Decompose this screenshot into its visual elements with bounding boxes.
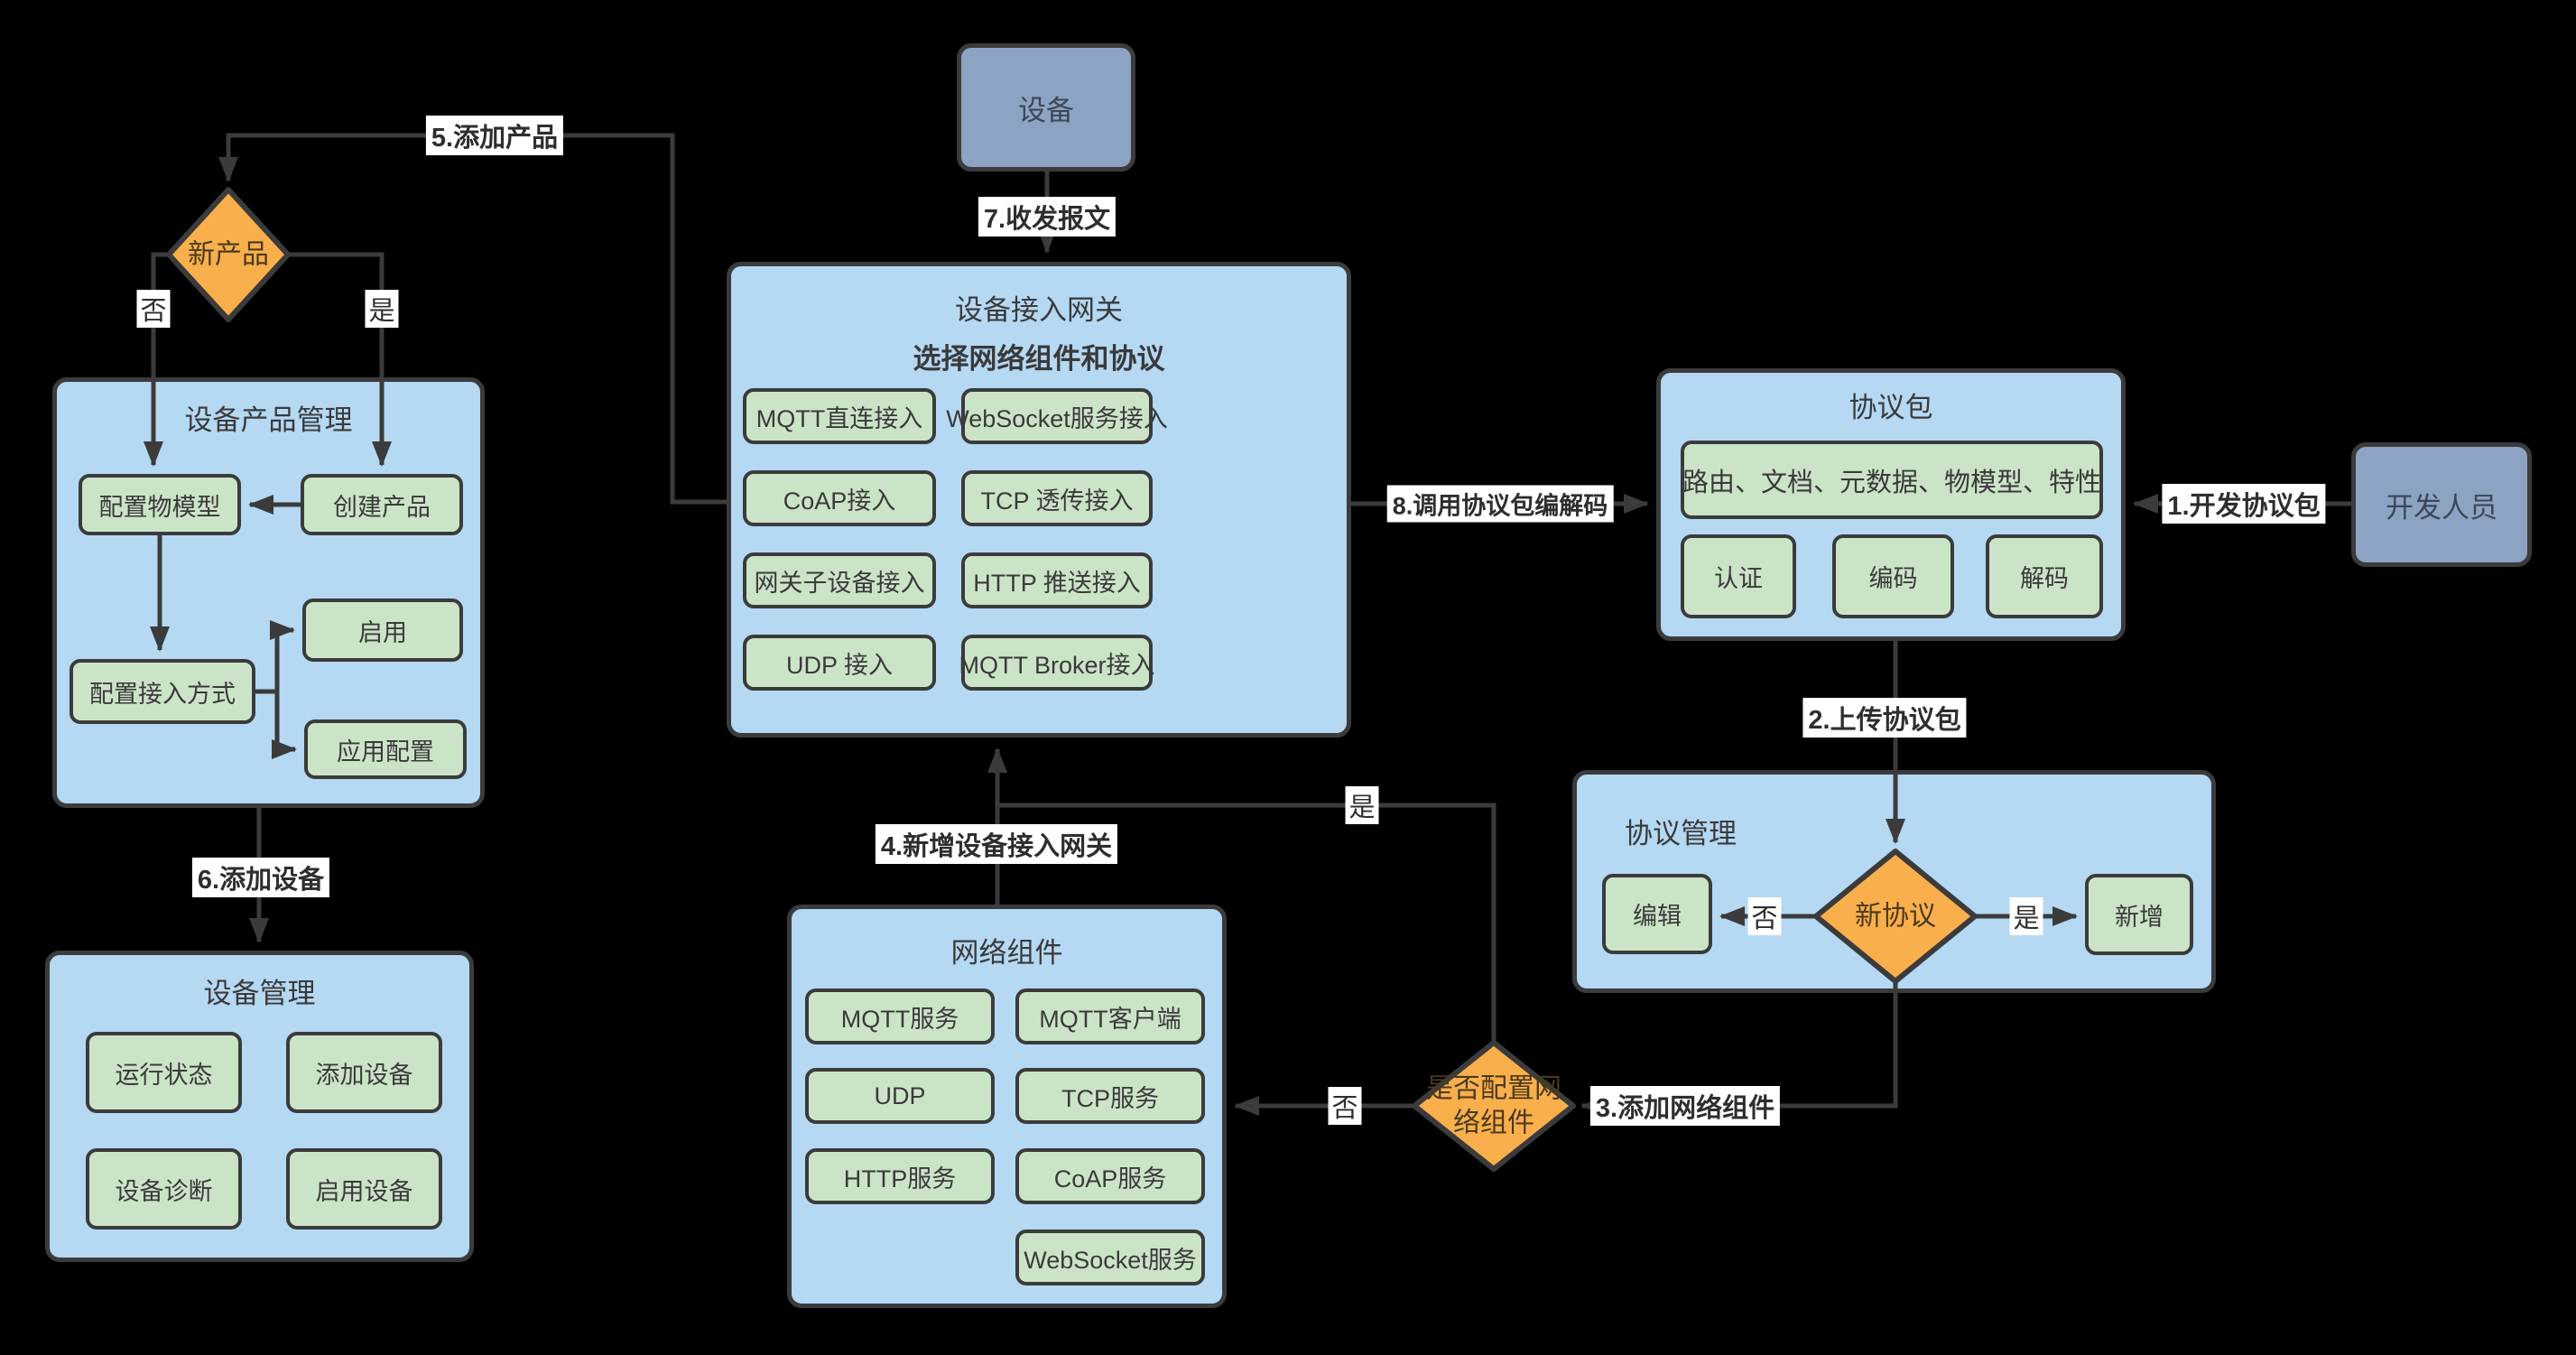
new-product-diamond-label: 新产品 xyxy=(188,239,269,270)
device-node-run-status: 运行状态 xyxy=(86,1032,242,1113)
gateway-title: 设备接入网关 xyxy=(955,294,1123,326)
network-node-http-service: HTTP服务 xyxy=(805,1148,995,1204)
config-network-diamond-label: 是否配置网 络组件 xyxy=(1426,1072,1561,1140)
network-node-websocket-service: WebSocket服务 xyxy=(1015,1230,1205,1285)
device-node-label: 设备 xyxy=(1018,94,1074,126)
edge-label-no-config-network: 否 xyxy=(1328,1087,1362,1125)
edge-label-step4: 4.新增设备接入网关 xyxy=(875,824,1118,864)
network-node-udp: UDP xyxy=(805,1068,995,1124)
new-protocol-diamond-label: 新协议 xyxy=(1855,901,1936,932)
gateway-node-coap-access: CoAP接入 xyxy=(743,470,936,526)
device-node-add-device: 添加设备 xyxy=(286,1032,442,1113)
developer-node: 开发人员 xyxy=(2351,442,2532,567)
gateway-node-tcp-access: TCP 透传接入 xyxy=(961,470,1153,526)
device-management-title: 设备管理 xyxy=(203,978,316,1009)
edge-label-step7: 7.收发报文 xyxy=(978,197,1117,237)
gateway-subtitle: 选择网络组件和协议 xyxy=(913,343,1165,375)
protocol-package-node-encode: 编码 xyxy=(1832,534,1954,618)
protocol-package-node-decode: 解码 xyxy=(1986,534,2103,618)
edge-label-step1: 1.开发协议包 xyxy=(2162,484,2326,524)
gateway-node-udp-access: UDP 接入 xyxy=(743,635,936,691)
config-network-diamond-line1: 是否配置网 xyxy=(1426,1073,1561,1104)
product-node-config-model: 配置物模型 xyxy=(79,474,241,535)
product-node-config-access: 配置接入方式 xyxy=(69,659,255,724)
edge-label-yes-new-protocol: 是 xyxy=(2009,897,2043,935)
edge-label-step2: 2.上传协议包 xyxy=(1802,698,1967,738)
product-node-app-config: 应用配置 xyxy=(304,719,467,779)
edge-label-yes-config-network: 是 xyxy=(1345,786,1379,824)
protocol-package-title: 协议包 xyxy=(1849,392,1933,423)
edge-label-no-new-product: 否 xyxy=(136,290,171,328)
config-network-diamond-line2: 络组件 xyxy=(1453,1108,1534,1137)
protocol-management-node-edit: 编辑 xyxy=(1602,874,1712,954)
network-node-coap-service: CoAP服务 xyxy=(1015,1148,1205,1204)
edge-label-step3: 3.添加网络组件 xyxy=(1589,1086,1781,1126)
device-node-diagnose: 设备诊断 xyxy=(86,1148,242,1230)
protocol-management-title: 协议管理 xyxy=(1625,818,1737,849)
network-node-mqtt-service: MQTT服务 xyxy=(805,988,995,1044)
edge-label-step6: 6.添加设备 xyxy=(191,858,330,897)
gateway-node-mqtt-direct: MQTT直连接入 xyxy=(743,388,936,444)
edge-label-step5: 5.添加产品 xyxy=(425,116,564,155)
edge-label-step8: 8.调用协议包编解码 xyxy=(1386,485,1614,523)
protocol-package-node-routes: 路由、文档、元数据、物模型、特性 xyxy=(1681,441,2103,519)
device-node-enable-device: 启用设备 xyxy=(286,1148,442,1230)
product-node-create-product: 创建产品 xyxy=(301,474,463,535)
network-node-tcp-service: TCP服务 xyxy=(1015,1068,1205,1124)
product-management-title: 设备产品管理 xyxy=(184,404,353,436)
gateway-node-websocket-access: WebSocket服务接入 xyxy=(946,388,1168,444)
gateway-node-mqtt-broker-access: MQTT Broker接入 xyxy=(959,635,1155,691)
product-node-enable: 启用 xyxy=(302,599,463,662)
protocol-package-node-auth: 认证 xyxy=(1681,534,1796,618)
gateway-node-subdevice-access: 网关子设备接入 xyxy=(743,552,936,608)
network-node-mqtt-client: MQTT客户端 xyxy=(1015,988,1205,1044)
gateway-node-http-push-access: HTTP 推送接入 xyxy=(961,552,1153,608)
protocol-management-node-add: 新增 xyxy=(2085,874,2193,955)
device-node: 设备 xyxy=(957,43,1135,172)
developer-node-label: 开发人员 xyxy=(2386,491,2497,524)
network-components-title: 网络组件 xyxy=(950,937,1063,969)
edge-label-no-new-protocol: 否 xyxy=(1747,897,1782,935)
edge-label-yes-new-product: 是 xyxy=(365,290,399,328)
